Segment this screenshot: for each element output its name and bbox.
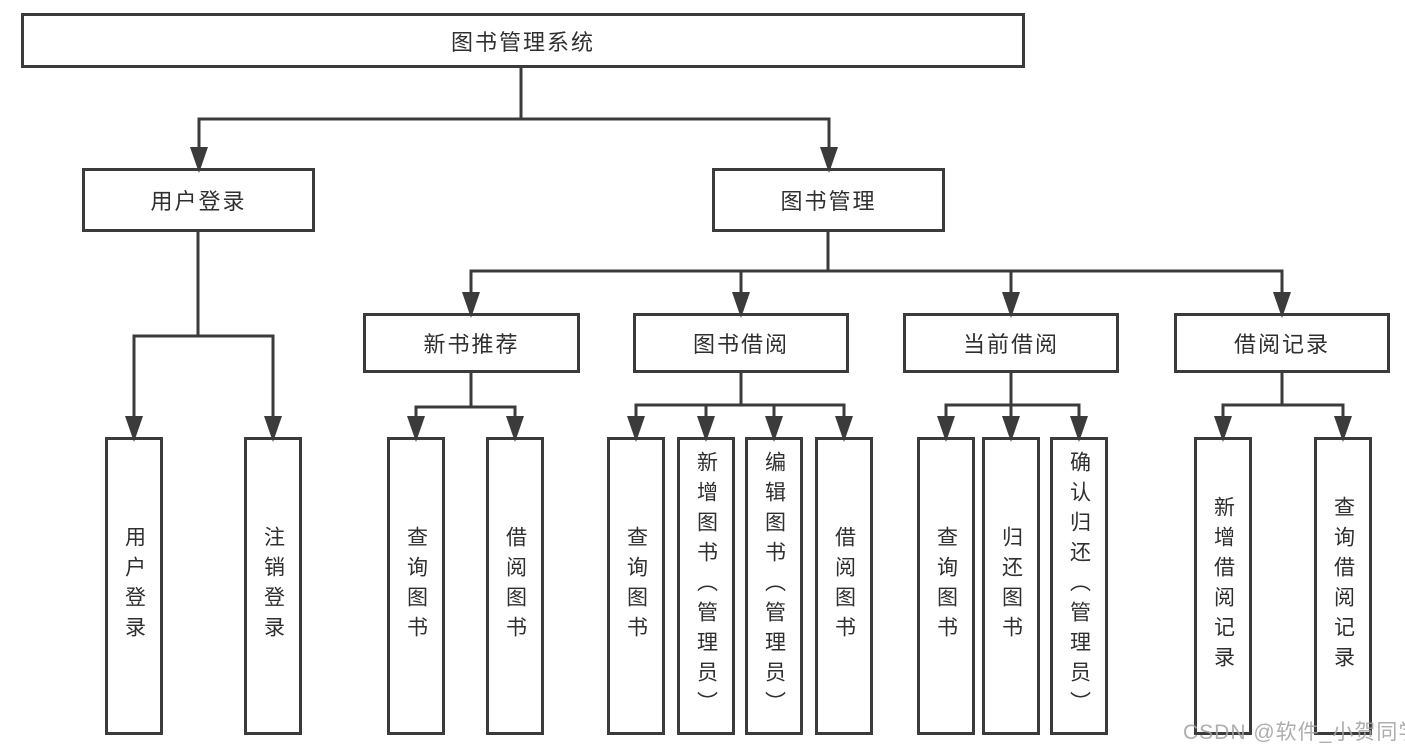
leaf-borrow-books-recommend: 借阅图书 xyxy=(486,437,544,735)
node-label: 查询图书 xyxy=(934,526,958,646)
connector-book-borrow-to-leaves xyxy=(634,370,846,421)
node-library-system: 图书管理系统 xyxy=(21,13,1025,68)
node-label: 查询图书 xyxy=(404,526,428,646)
leaf-edit-book-admin: 编辑图书（管理员） xyxy=(745,437,803,735)
leaf-add-book-admin: 新增图书（管理员） xyxy=(677,437,735,735)
node-label: 图书管理 xyxy=(780,189,877,214)
node-label: 借阅图书 xyxy=(503,526,527,646)
node-label: 编辑图书（管理员） xyxy=(762,451,786,721)
node-current-borrowing: 当前借阅 xyxy=(903,313,1119,373)
connector-current-borrow-to-leaves xyxy=(944,370,1081,421)
watermark: CSDN @软件_小贺同学 xyxy=(1183,721,1405,744)
leaf-return-books: 归还图书 xyxy=(982,437,1040,735)
node-label: 查询图书 xyxy=(624,526,648,646)
connector-new-book-to-leaves xyxy=(414,370,517,421)
node-label: 图书管理系统 xyxy=(450,29,595,55)
node-user-login-branch: 用户登录 xyxy=(82,168,315,232)
node-label: 查询借阅记录 xyxy=(1331,496,1355,676)
node-label: 用户登录 xyxy=(122,526,146,646)
leaf-add-borrow-record: 新增借阅记录 xyxy=(1194,437,1252,735)
node-label: 当前借阅 xyxy=(962,332,1059,357)
leaf-borrow-books-borrowing: 借阅图书 xyxy=(815,437,873,735)
node-label: 新书推荐 xyxy=(423,332,520,357)
leaf-logout: 注销登录 xyxy=(244,437,302,735)
connector-root-to-level2 xyxy=(197,65,831,152)
leaf-query-books-current: 查询图书 xyxy=(917,437,975,735)
node-new-book-recommend: 新书推荐 xyxy=(363,313,580,373)
node-label: 新增借阅记录 xyxy=(1211,496,1235,676)
node-label: 新增图书（管理员） xyxy=(694,451,718,721)
connector-borrow-records-to-leaves xyxy=(1221,370,1345,421)
node-label: 用户登录 xyxy=(150,189,247,214)
leaf-query-borrow-record: 查询借阅记录 xyxy=(1314,437,1372,735)
connector-user-login-to-leaves xyxy=(132,229,275,421)
node-label: 借阅图书 xyxy=(832,526,856,646)
node-label: 确认归还（管理员） xyxy=(1067,451,1091,721)
node-label: 注销登录 xyxy=(261,526,285,646)
node-book-borrowing: 图书借阅 xyxy=(633,313,849,373)
node-borrow-records: 借阅记录 xyxy=(1174,313,1390,373)
node-label: 图书借阅 xyxy=(692,332,789,357)
connector-book-mgmt-to-level3 xyxy=(469,229,1284,297)
leaf-query-books-recommend: 查询图书 xyxy=(387,437,445,735)
leaf-confirm-return-admin: 确认归还（管理员） xyxy=(1050,437,1108,735)
node-label: 归还图书 xyxy=(999,526,1023,646)
node-book-management: 图书管理 xyxy=(712,168,945,232)
leaf-user-login: 用户登录 xyxy=(105,437,163,735)
node-label: 借阅记录 xyxy=(1233,332,1330,357)
leaf-query-books-borrowing: 查询图书 xyxy=(607,437,665,735)
